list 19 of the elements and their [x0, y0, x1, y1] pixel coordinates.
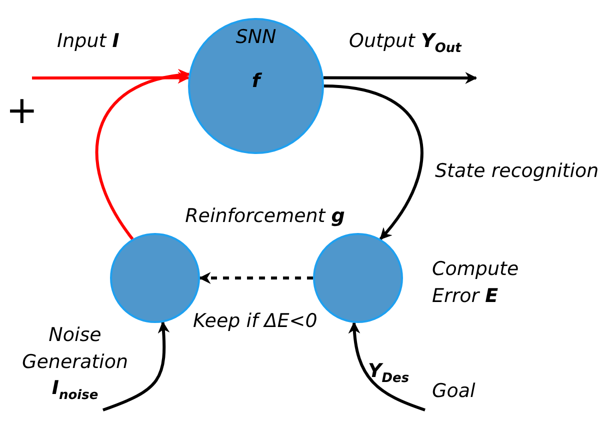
node-caption: Noise Generation I$_{noise}$ — [21, 323, 129, 405]
arrow — [96, 70, 190, 240]
arrow — [324, 72, 478, 84]
note-text: Keep if ΔE<0 — [193, 310, 318, 333]
edge-label: State recognition — [435, 160, 599, 183]
node-caption: Compute Error E — [432, 257, 520, 309]
edge-label: Output Y$_{Out}$ — [349, 30, 462, 56]
arrow — [324, 84, 424, 240]
arrow — [32, 72, 190, 84]
edge-label: Input I — [57, 30, 120, 53]
node-label: f — [250, 70, 263, 93]
arrow — [348, 322, 426, 412]
plus-sign: + — [6, 88, 38, 134]
arrow — [198, 272, 313, 284]
node-label: SNN — [234, 26, 278, 49]
note-text: Goal — [432, 380, 476, 403]
edge-label: Reinforcement g — [185, 205, 345, 228]
edge-label: Y$_{Des}$ — [368, 360, 410, 386]
arrow — [102, 321, 170, 412]
